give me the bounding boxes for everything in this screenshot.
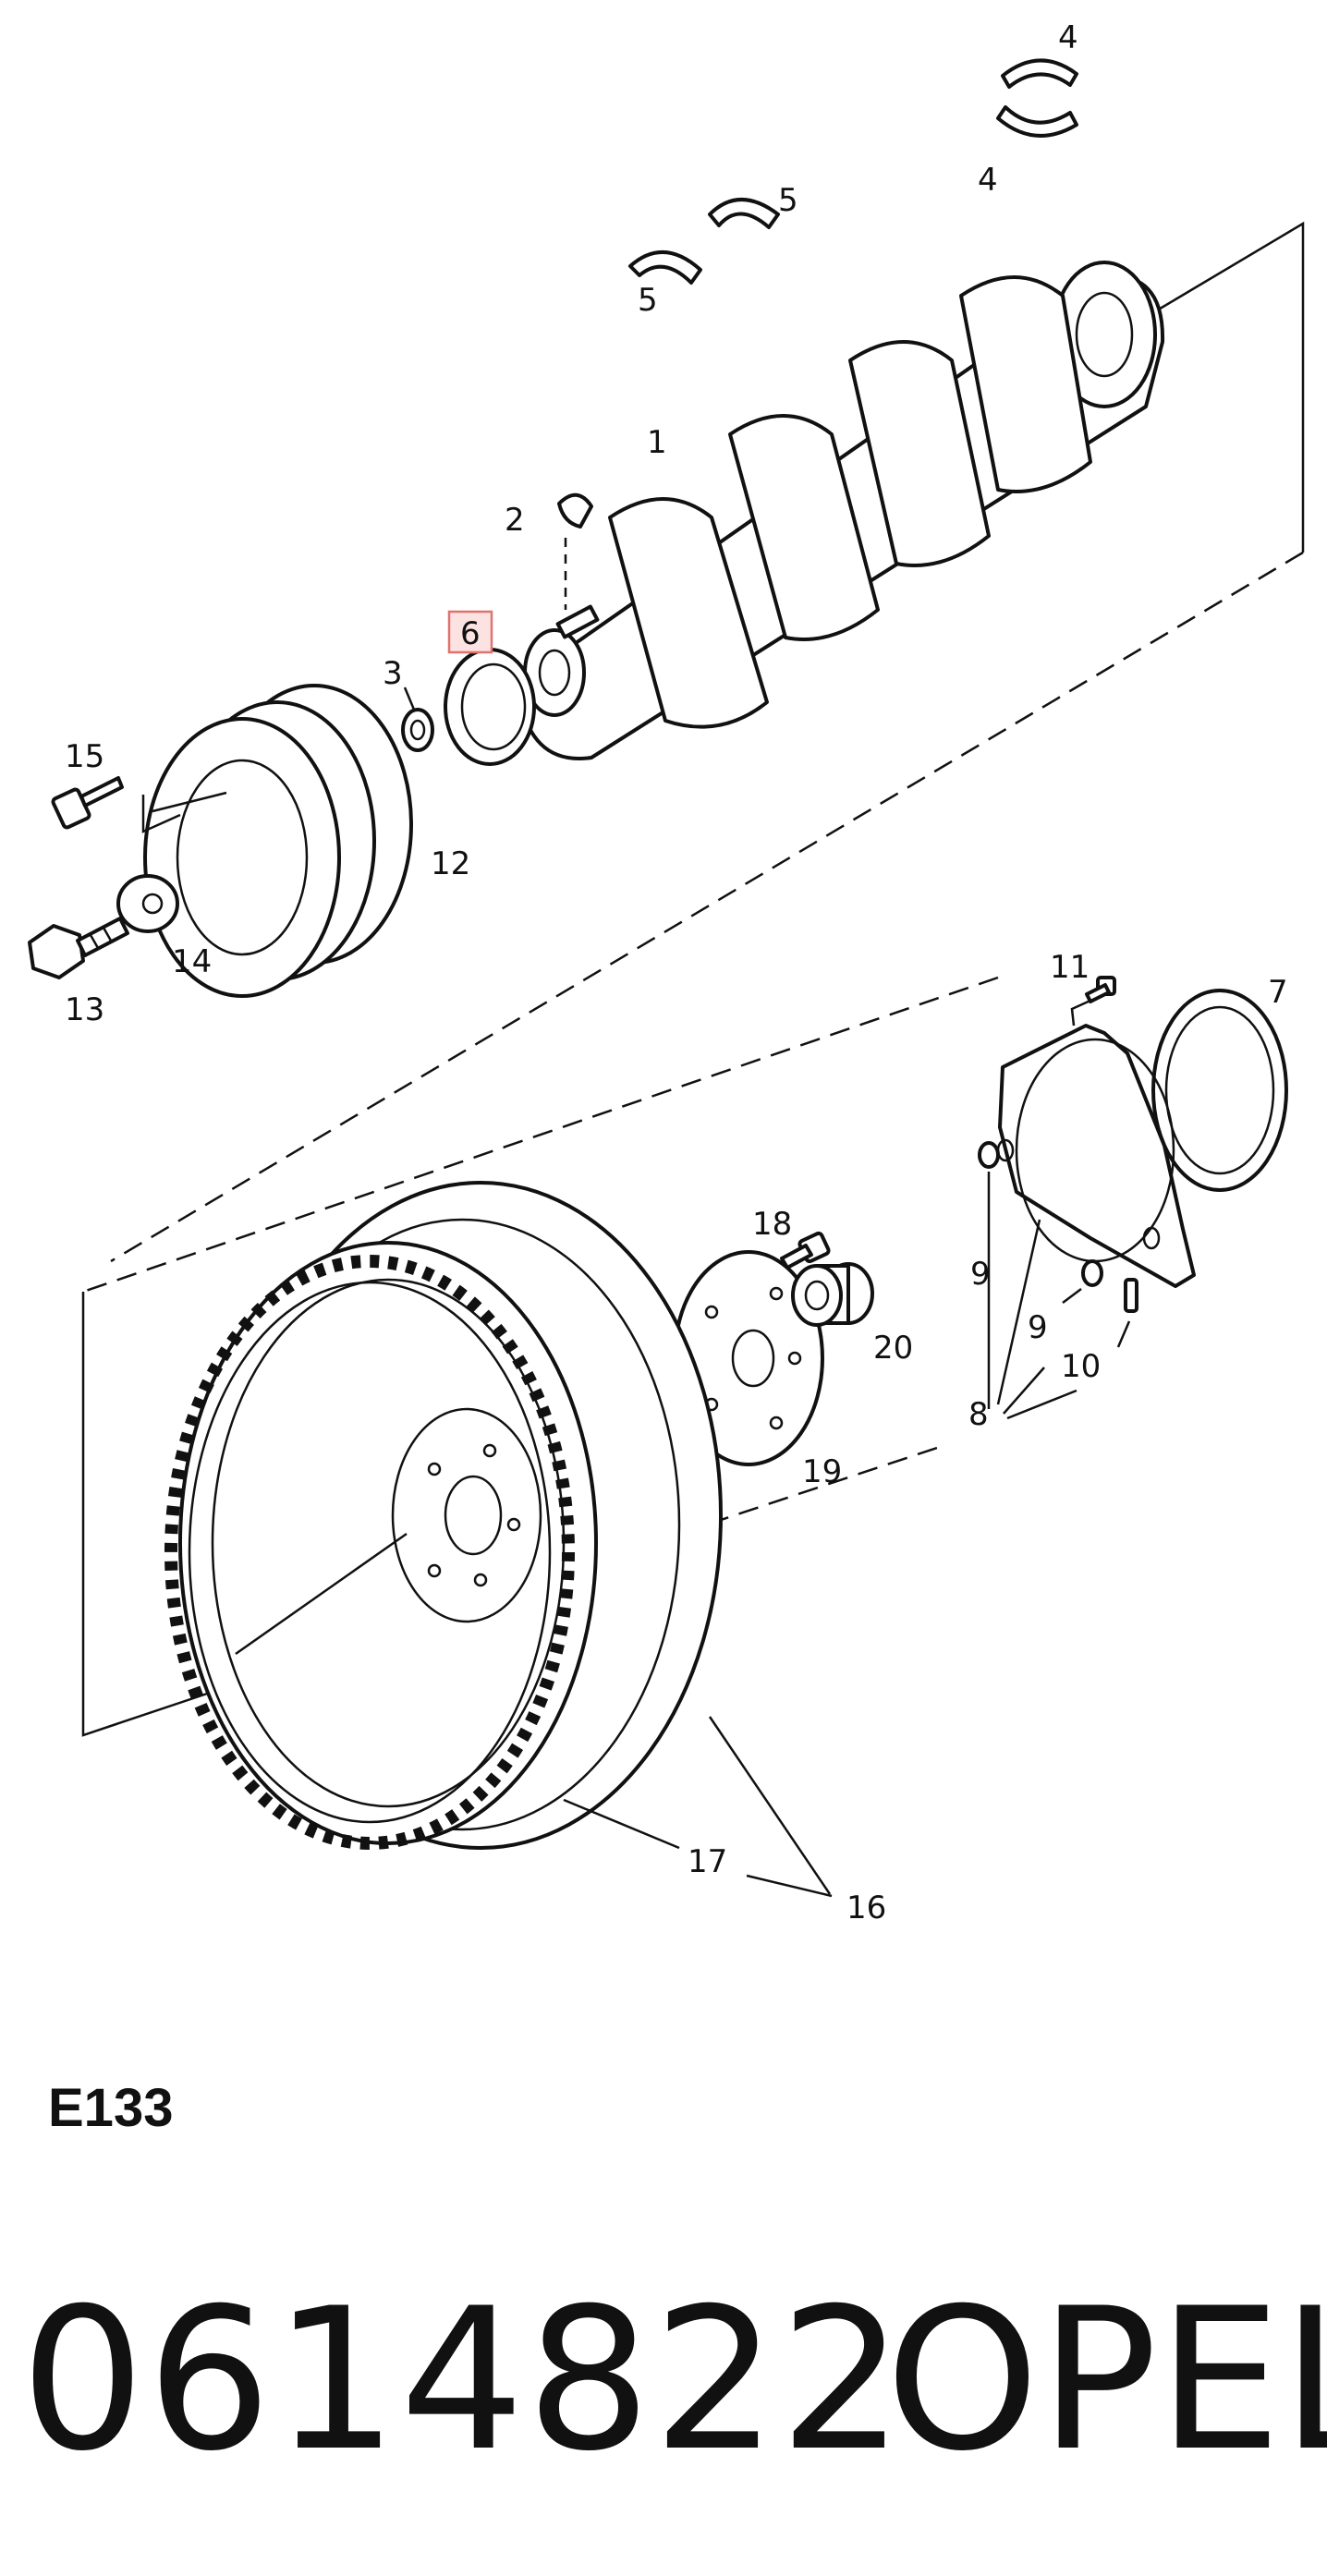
callout-9-left: 9: [970, 1256, 991, 1293]
exploded-parts-diagram: 1 2 3 4 4 5 5 6 7 8 9 9 10 11 12 13 14 1…: [28, 19, 1305, 1926]
crankshaft-pulley: [141, 684, 413, 998]
part-number: 0614822: [20, 2266, 907, 2494]
woodruff-key: [557, 492, 593, 610]
flywheel: [178, 1181, 723, 1850]
callout-9-right: 9: [1028, 1309, 1048, 1346]
callout-5-left: 5: [638, 282, 658, 319]
front-oil-seal: [444, 648, 536, 766]
dowel-pins: [978, 1141, 1138, 1313]
highlight-box: [447, 610, 493, 654]
diagram-code: E133: [48, 2078, 174, 2138]
flywheel-leaders: [563, 1716, 833, 1898]
lower-assembly-frame: [81, 976, 999, 1737]
callout-7: 7: [1268, 974, 1288, 1011]
callout-10: 10: [1061, 1348, 1101, 1385]
callout-14: 14: [172, 943, 212, 980]
timing-gear: [401, 687, 434, 752]
callout-15: 15: [65, 738, 104, 775]
callout-6: 6: [460, 615, 481, 652]
callout-11: 11: [1050, 949, 1090, 986]
callout-19: 19: [802, 1453, 842, 1490]
callout-4-top: 4: [1058, 19, 1078, 56]
flex-plate-bolt: [780, 1231, 831, 1270]
callout-20: 20: [873, 1330, 913, 1367]
bolt-small: [51, 776, 124, 830]
callout-18: 18: [752, 1206, 792, 1243]
callout-3: 3: [383, 655, 403, 692]
bolt-large: [28, 917, 129, 979]
callout-16: 16: [846, 1889, 886, 1926]
crankshaft: [516, 261, 1165, 760]
callout-4-bottom: 4: [978, 162, 998, 199]
spacer-bushing: [791, 1262, 874, 1327]
rear-oil-seal: [1151, 989, 1288, 1192]
callout-1: 1: [647, 424, 667, 461]
callout-17: 17: [688, 1843, 727, 1880]
callout-2: 2: [505, 502, 525, 539]
callout-8: 8: [968, 1396, 989, 1433]
housing-bolt: [1085, 976, 1116, 1003]
callout-12: 12: [431, 845, 470, 882]
main-bearing-shells: [996, 58, 1078, 138]
washer: [116, 874, 179, 933]
callout-13: 13: [65, 991, 104, 1028]
callout-8-leaders: [987, 1172, 1131, 1420]
ring-gear: [164, 1255, 575, 1850]
callout-labels: 1 2 3 4 4 5 5 6 7 8 9 9 10 11 12 13 14 1…: [65, 19, 1288, 1926]
rear-seal-housing: [996, 998, 1196, 1288]
callout-5-right: 5: [778, 182, 798, 219]
thrust-washers: [628, 198, 780, 285]
brand-name: OPEL: [885, 2266, 1327, 2494]
